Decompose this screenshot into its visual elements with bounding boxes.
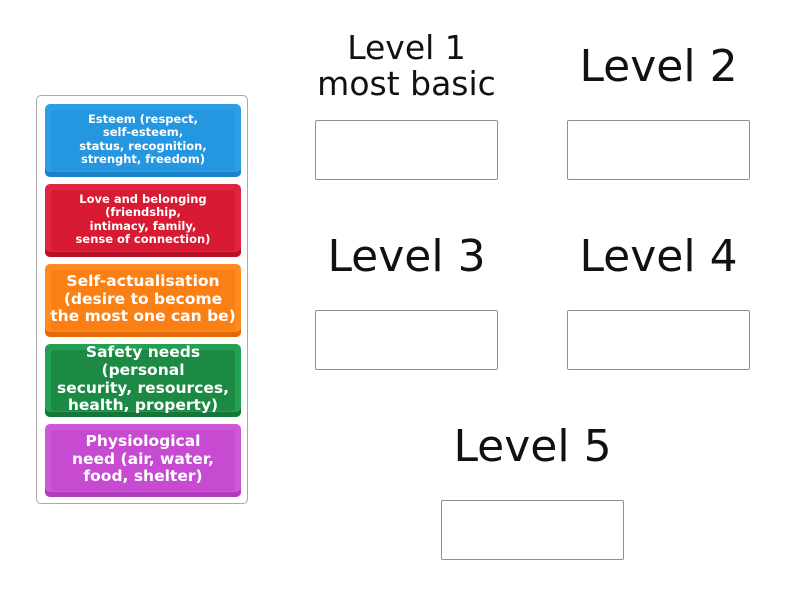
level-1-drop-zone[interactable]: [315, 120, 498, 180]
card-line: (friendship,: [105, 205, 181, 220]
card-line: Esteem (respect,: [87, 112, 199, 127]
level-1-label: Level 1 most basic: [305, 30, 508, 102]
card-line: the most one can be): [50, 307, 236, 326]
card-label: Physiological need (air, water, food, sh…: [71, 431, 214, 486]
card-line: status, recognition,: [79, 138, 207, 153]
card-self-actualisation[interactable]: Self-actualisation (desire to become the…: [45, 264, 241, 337]
card-line: strenght, freedom): [81, 151, 205, 166]
card-line: sense of connection): [75, 231, 211, 246]
level-3-drop-zone[interactable]: [315, 310, 498, 370]
card-label: Self-actualisation (desire to become the…: [50, 271, 236, 326]
card-line: (desire to become: [63, 289, 223, 308]
card-safety-needs[interactable]: Safety needs (personal security, resourc…: [45, 342, 241, 417]
card-label: Safety needs (personal security, resourc…: [49, 342, 237, 415]
level-4-drop-zone[interactable]: [567, 310, 750, 370]
card-tray: Esteem (respect, self-esteem, status, re…: [36, 95, 248, 504]
card-physiological[interactable]: Physiological need (air, water, food, sh…: [45, 424, 241, 497]
level-1-subtitle: most basic: [317, 64, 496, 103]
level-1-title: Level 1: [347, 28, 466, 67]
card-line: health, property): [67, 396, 219, 415]
card-face: [51, 430, 235, 491]
level-2-drop-zone[interactable]: [567, 120, 750, 180]
level-5-label: Level 5: [453, 421, 612, 472]
card-face: [51, 350, 235, 411]
card-face: [51, 270, 235, 331]
card-line: food, shelter): [83, 467, 203, 486]
card-line: Self-actualisation: [66, 271, 220, 290]
card-label: Esteem (respect, self-esteem, status, re…: [79, 112, 207, 166]
card-line: Physiological: [85, 431, 201, 450]
card-line: self-esteem,: [102, 125, 184, 140]
card-line: need (air, water,: [71, 449, 214, 468]
card-line: intimacy, family,: [89, 218, 197, 233]
level-4-label: Level 4: [579, 231, 738, 282]
level-3-label: Level 3: [327, 231, 486, 282]
card-line: security, resources,: [56, 378, 230, 397]
card-love-and-belonging[interactable]: Love and belonging (friendship, intimacy…: [45, 184, 241, 257]
card-label: Love and belonging (friendship, intimacy…: [75, 192, 211, 246]
card-esteem[interactable]: Esteem (respect, self-esteem, status, re…: [45, 104, 241, 177]
card-face: [51, 110, 235, 171]
card-line: Love and belonging: [79, 192, 207, 207]
card-face: [51, 190, 235, 251]
level-5-drop-zone[interactable]: [441, 500, 624, 560]
level-2-label: Level 2: [579, 41, 738, 92]
card-line: Safety needs (personal: [85, 342, 201, 379]
